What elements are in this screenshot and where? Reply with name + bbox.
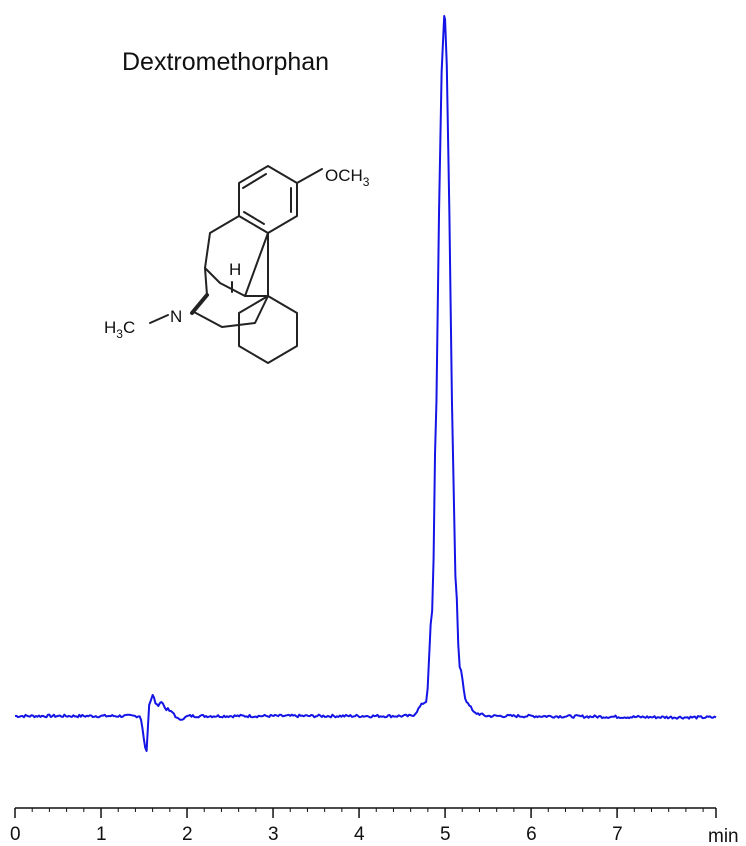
n-methyl-label: H3C — [104, 318, 135, 341]
x-tick-label: 5 — [440, 824, 451, 845]
x-tick-label: 1 — [96, 824, 107, 845]
nitrogen-label: N — [170, 307, 182, 326]
x-tick-label: 3 — [268, 824, 279, 845]
aromatic-ring — [238, 165, 298, 234]
cyclohexane-ring — [238, 295, 298, 364]
chart-title: Dextromethorphan — [122, 48, 329, 76]
wedge-n-bond — [190, 293, 209, 315]
x-tick-label: 6 — [526, 824, 537, 845]
series-line-0 — [14, 15, 717, 752]
hydrogen-label: H — [229, 260, 241, 279]
x-tick-label: 2 — [182, 824, 193, 845]
ring-bond-c9 — [204, 267, 208, 296]
x-tick-label: 0 — [10, 824, 21, 845]
aromatic-double-bond-3 — [243, 211, 265, 225]
x-unit-label: min — [708, 826, 739, 846]
bridge-chain — [193, 295, 269, 328]
middle-ring — [204, 215, 269, 297]
x-tick-label: 7 — [612, 824, 623, 845]
series-layer — [14, 15, 717, 752]
x-ticks: 0 1 2 3 4 5 6 7 — [10, 808, 717, 845]
aromatic-double-bond-1 — [242, 173, 267, 189]
methoxy-bond — [296, 168, 323, 184]
methoxy-label: OCH3 — [325, 166, 370, 189]
dextromethorphan-structure: OCH3 H N H3C — [104, 165, 370, 364]
n-methyl-bond — [149, 314, 169, 324]
x-tick-label: 4 — [354, 824, 365, 845]
